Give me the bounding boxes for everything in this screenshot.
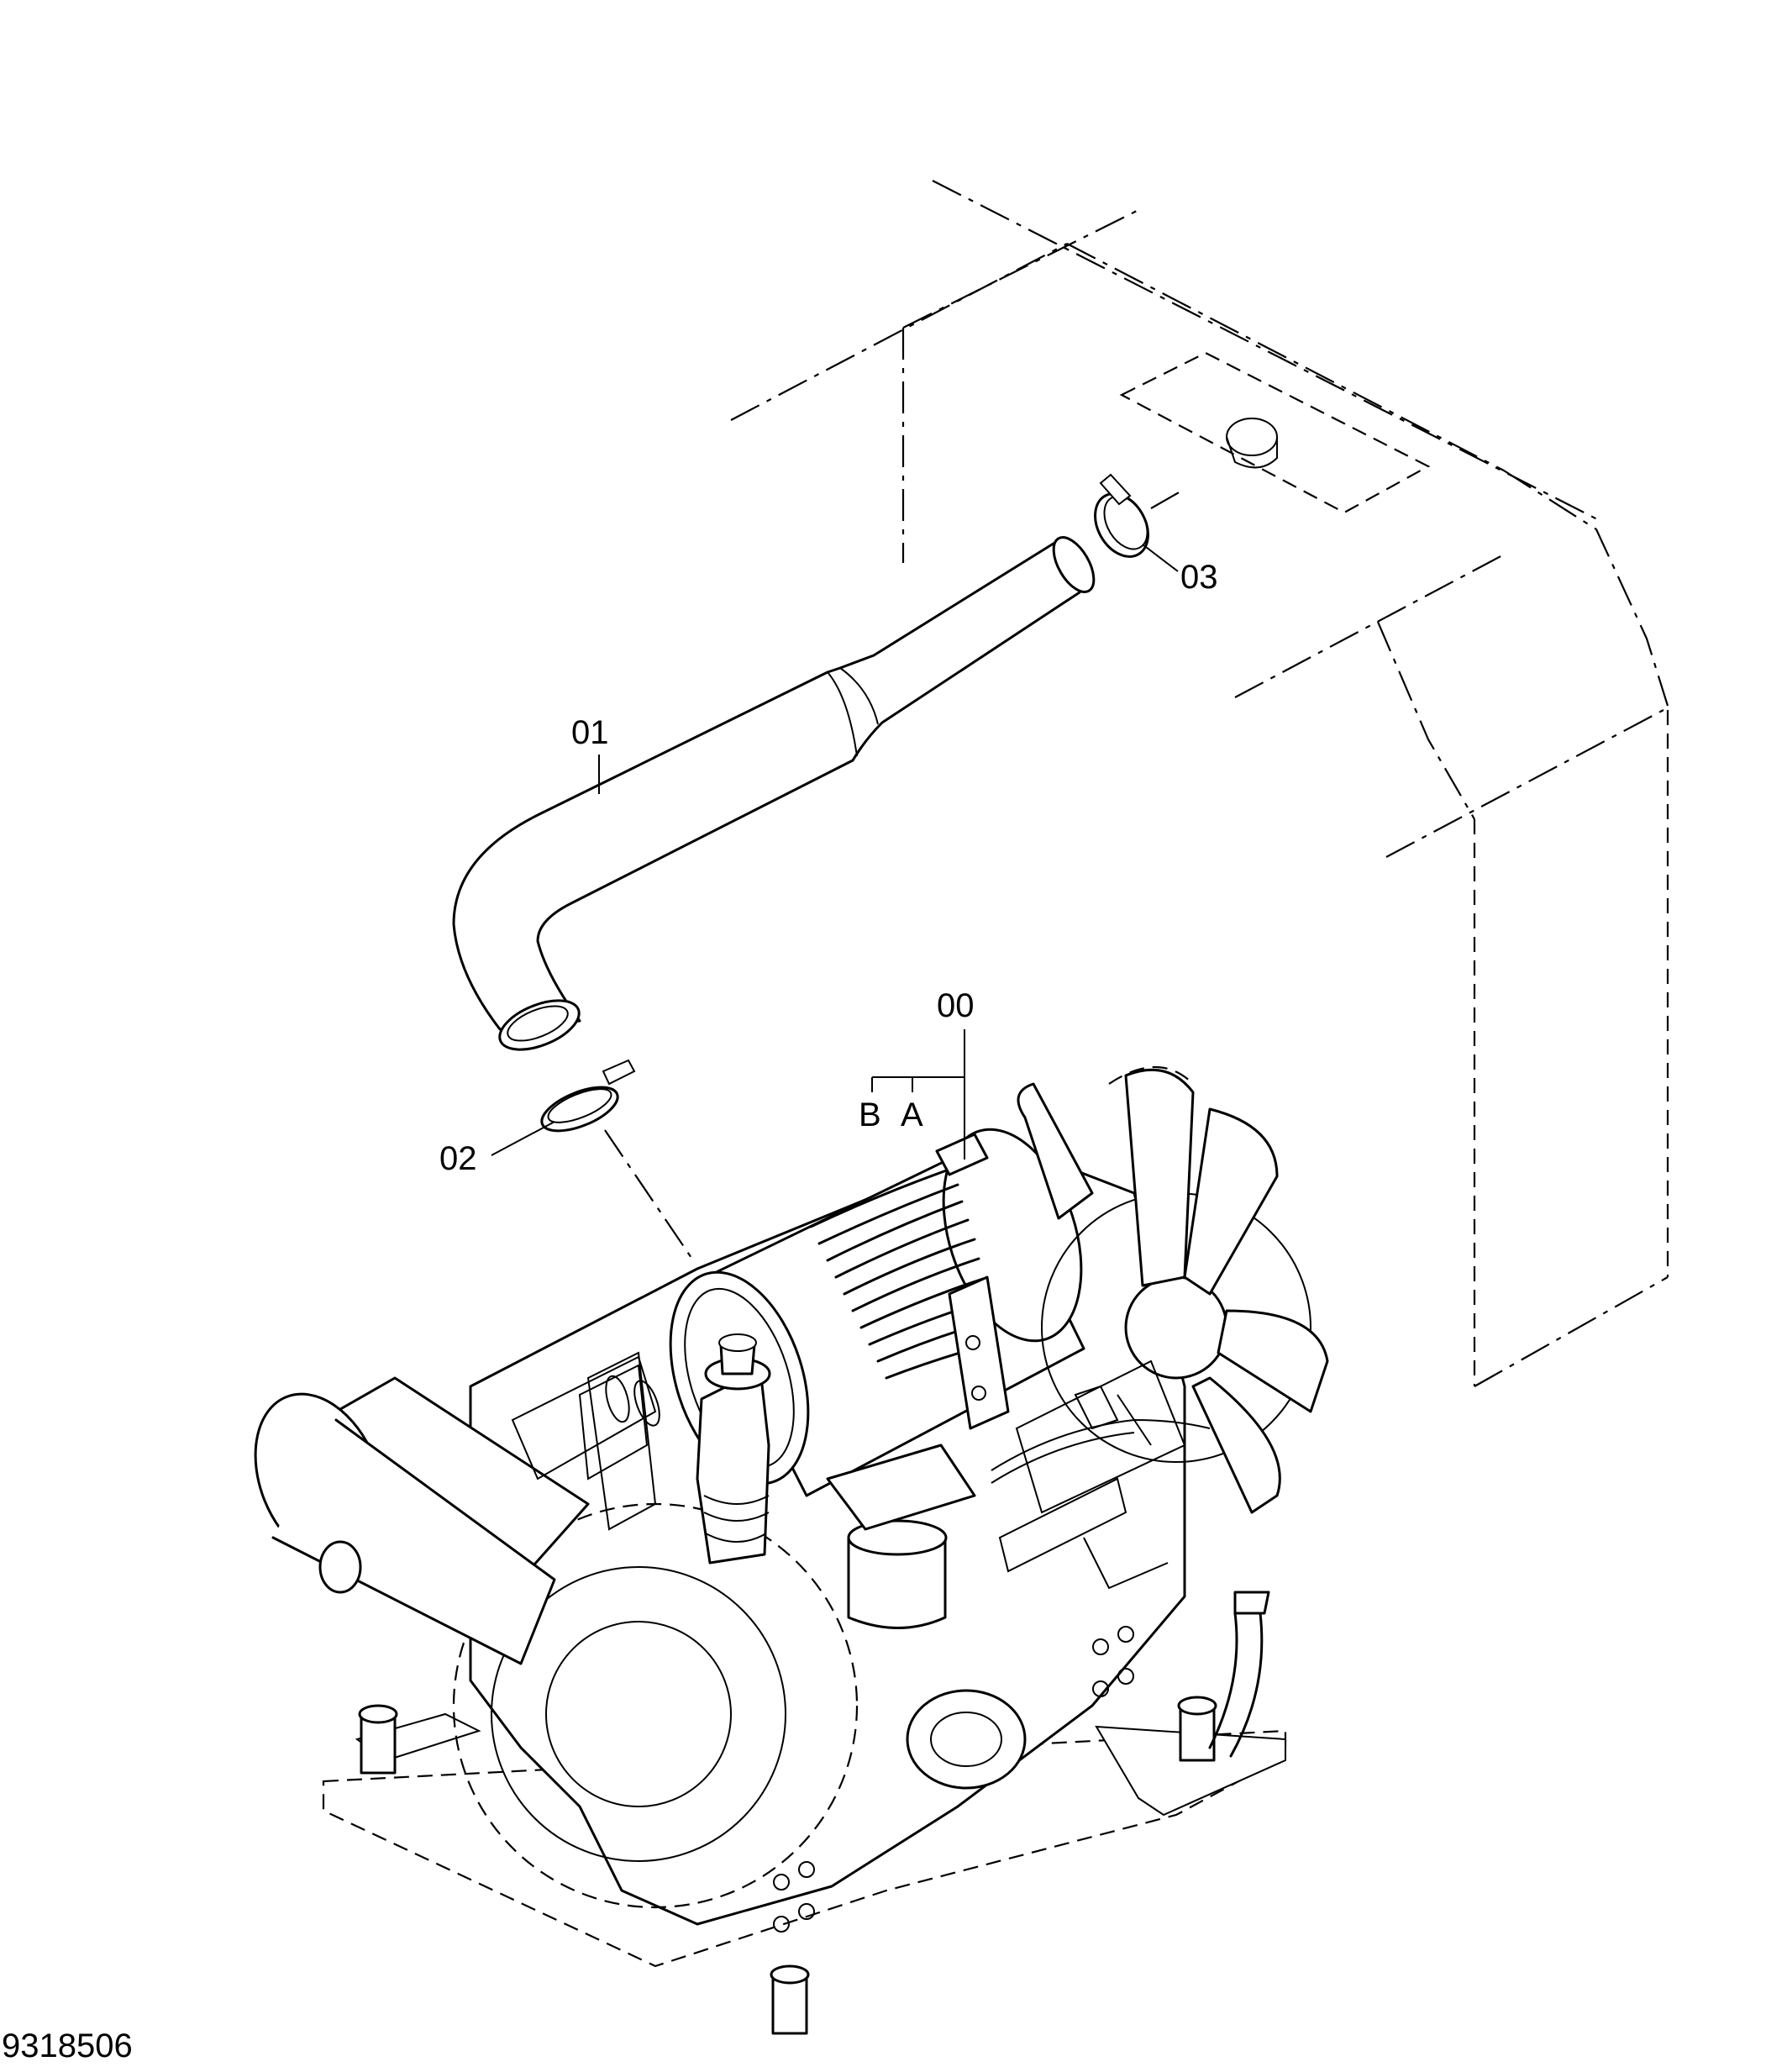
callout-label-03: 03 [1180, 559, 1218, 596]
engine-details [358, 1351, 1270, 2035]
muffler [254, 1376, 590, 1665]
callout-label-02: 02 [439, 1140, 477, 1177]
hose-clamp-upper [1094, 473, 1181, 558]
outlet-elbow [696, 1333, 771, 1565]
air-intake-hose [452, 536, 1096, 1051]
callout-assembly: 00 A B [859, 987, 975, 1133]
engine-assembly [254, 1066, 1329, 2035]
drawing-number: 9318506 [2, 2027, 133, 2064]
fuel-filter [826, 1444, 976, 1629]
callout-clamp-upper: 03 [1142, 544, 1218, 596]
callout-clamp-lower: 02 [439, 1121, 555, 1177]
callout-label-b: B [859, 1096, 881, 1133]
callout-label-01: 01 [571, 714, 609, 751]
hose-clamp-lower [540, 1059, 694, 1261]
callout-label-00: 00 [937, 987, 975, 1024]
cooling-fan [1017, 1066, 1329, 1514]
callout-hose: 01 [571, 714, 609, 794]
engine-hood-outline [730, 180, 1669, 1387]
callout-label-a: A [901, 1096, 923, 1133]
hood-cap [1226, 418, 1278, 469]
